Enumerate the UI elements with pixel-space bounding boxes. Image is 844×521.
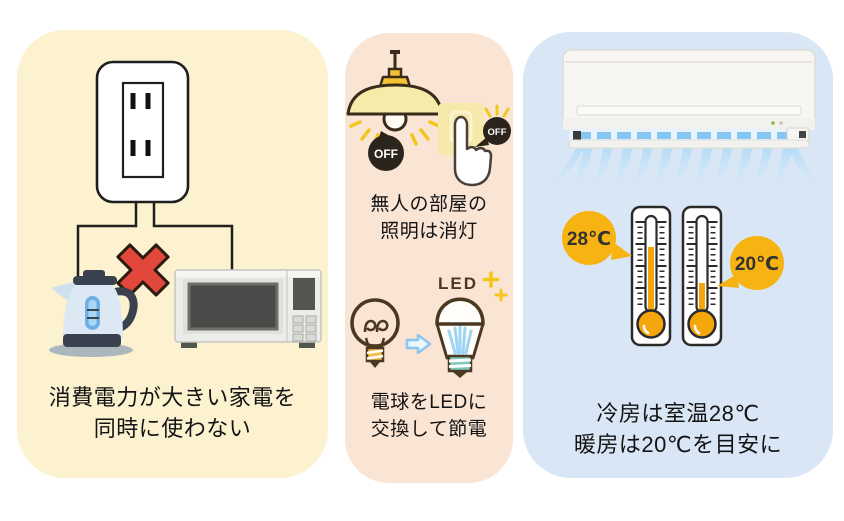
cooling-temp-bubble: 28℃ bbox=[562, 211, 632, 265]
left-panel-illustration bbox=[49, 60, 322, 357]
middle-panel-illustration: OFF OFF bbox=[346, 50, 511, 378]
lighting-caption: 無人の部屋の 照明は消灯 bbox=[345, 191, 513, 245]
right-panel-illustration: 28℃ 20℃ bbox=[531, 49, 831, 347]
caption-line: 冷房は室温28℃ bbox=[596, 401, 760, 426]
outlet-icon bbox=[95, 60, 190, 204]
off-badge-lamp: OFF bbox=[368, 131, 404, 171]
cooling-temp-label: 28℃ bbox=[567, 229, 611, 250]
thermometer-heating-icon bbox=[681, 205, 723, 347]
kettle-icon bbox=[49, 270, 138, 357]
heating-temp-label: 20℃ bbox=[735, 254, 779, 275]
led-bulb-icon: LED bbox=[435, 271, 508, 378]
led-caption: 電球をLEDに 交換して節電 bbox=[345, 389, 513, 443]
light-rays bbox=[484, 104, 510, 118]
air-conditioner-icon bbox=[562, 49, 816, 149]
heating-temp-bubble: 20℃ bbox=[717, 236, 784, 290]
sparkle-icon bbox=[482, 271, 508, 302]
incandescent-bulb-icon bbox=[350, 298, 400, 368]
caption-line: 無人の部屋の bbox=[370, 194, 488, 215]
led-light-rays bbox=[447, 325, 473, 355]
microwave-icon bbox=[174, 269, 322, 348]
prohibition-cross-icon bbox=[116, 243, 170, 297]
panel-air-conditioning: 28℃ 20℃ 冷房は室温28℃ 暖房は20℃を目安に bbox=[523, 32, 833, 478]
left-panel-caption: 消費電力が大きい家電を 同時に使わない bbox=[17, 382, 328, 444]
arrow-right-icon bbox=[405, 333, 432, 355]
power-cord bbox=[76, 200, 234, 277]
pendant-lamp-icon bbox=[346, 50, 444, 146]
thermometer-cooling-icon bbox=[630, 205, 672, 347]
hand-press-icon bbox=[453, 115, 493, 187]
caption-line: 同時に使わない bbox=[93, 416, 252, 441]
caption-line: 電球をLEDに bbox=[370, 392, 488, 413]
caption-line: 暖房は20℃を目安に bbox=[573, 432, 783, 457]
led-label: LED bbox=[438, 274, 478, 293]
caption-line: 消費電力が大きい家電を bbox=[48, 385, 297, 410]
panel-lighting: OFF OFF bbox=[345, 33, 513, 483]
off-badge-switch: OFF bbox=[475, 104, 511, 147]
off-badge-label: OFF bbox=[488, 127, 507, 138]
panel-high-power-appliances: 消費電力が大きい家電を 同時に使わない bbox=[17, 30, 328, 478]
caption-line: 照明は消灯 bbox=[380, 221, 478, 242]
right-panel-caption: 冷房は室温28℃ 暖房は20℃を目安に bbox=[523, 398, 833, 460]
off-badge-label: OFF bbox=[374, 147, 398, 161]
caption-line: 交換して節電 bbox=[370, 419, 488, 440]
